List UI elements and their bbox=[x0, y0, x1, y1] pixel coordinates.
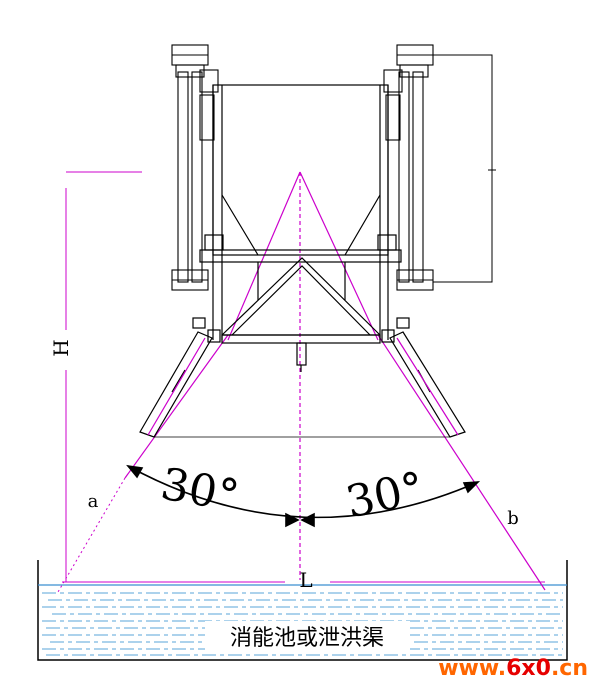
spray-cone bbox=[124, 171, 546, 591]
watermark-accent: 6x0 bbox=[506, 656, 551, 681]
dimension-height bbox=[65, 171, 142, 582]
deflector-skirt bbox=[139, 331, 466, 438]
point-b-label: b bbox=[507, 508, 519, 529]
watermark-prefix: www. bbox=[438, 656, 507, 681]
energy-dissipation-pool: 消能池或泄洪渠 bbox=[37, 560, 568, 661]
deflector-spray-edges bbox=[147, 337, 459, 436]
watermark-suffix: .cn bbox=[550, 656, 588, 681]
point-a-label: a bbox=[88, 491, 99, 512]
right-guide-rods bbox=[383, 44, 434, 291]
valve-body bbox=[192, 84, 410, 372]
angle-left-label: 30° bbox=[157, 459, 243, 523]
pool-label: 消能池或泄洪渠 bbox=[230, 626, 384, 651]
trajectory-left bbox=[57, 477, 126, 593]
actuator-bracket bbox=[433, 54, 496, 283]
left-guide-rods bbox=[171, 44, 219, 291]
angle-arc bbox=[126, 464, 481, 528]
length-label: L bbox=[299, 568, 312, 592]
angle-right-label: 30° bbox=[342, 462, 429, 528]
watermark: www.6x0.cn bbox=[438, 658, 588, 680]
height-label: H bbox=[49, 339, 73, 356]
